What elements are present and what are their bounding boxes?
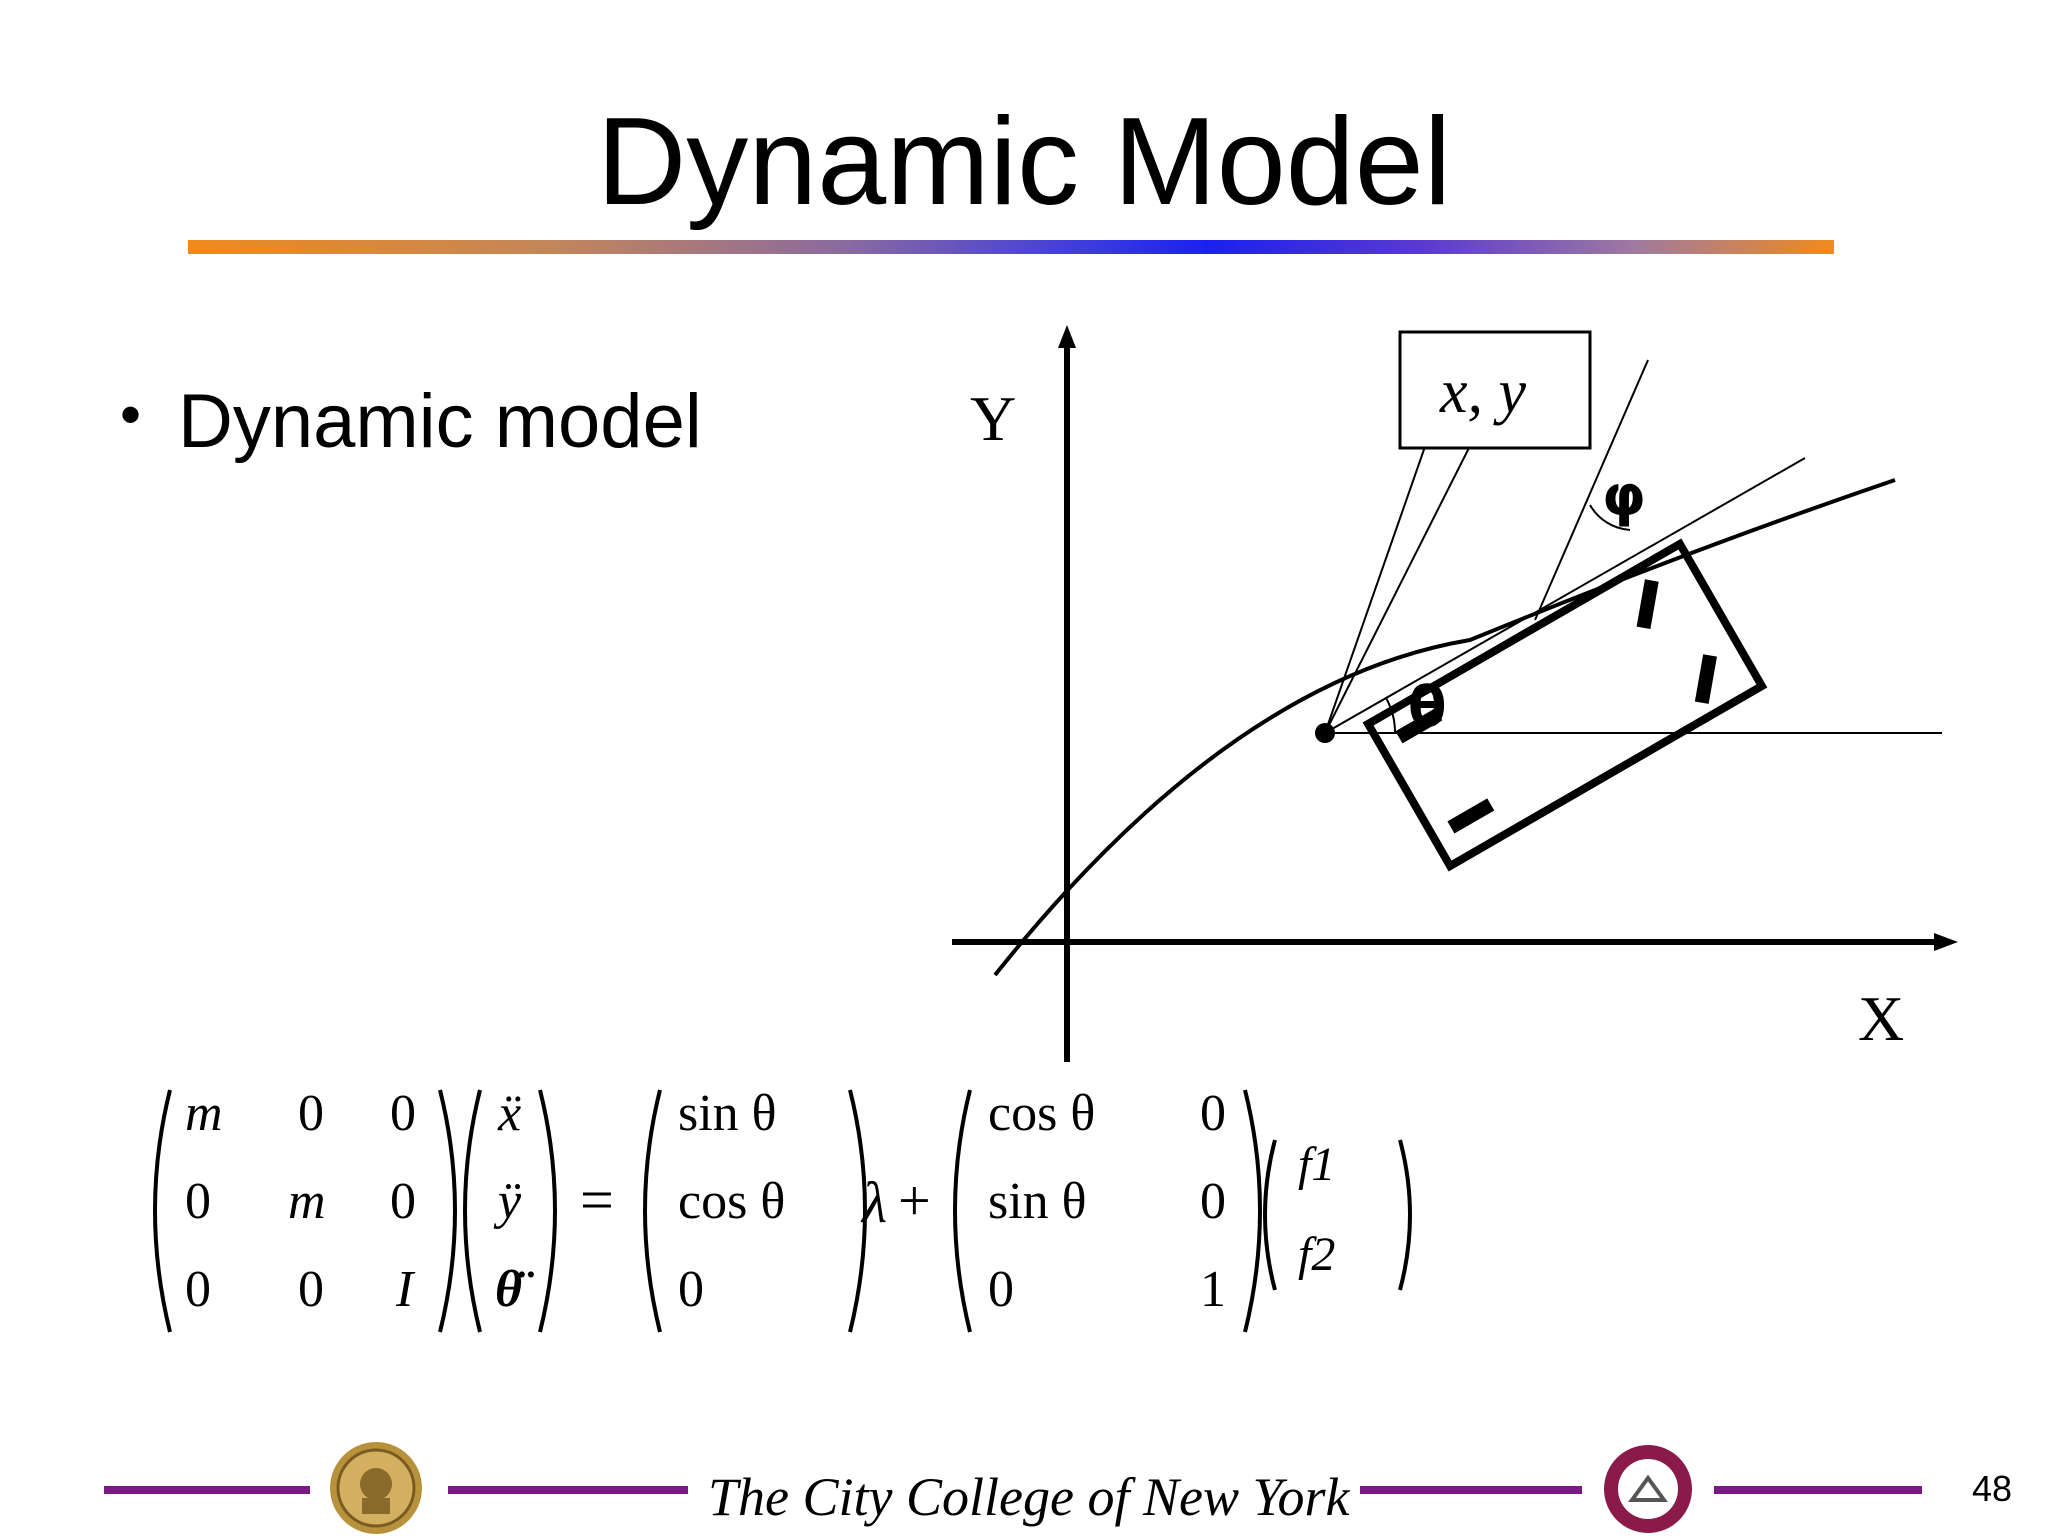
accel-left-paren — [463, 1089, 482, 1333]
accel-cell: ẍ — [497, 1085, 521, 1142]
phi-label: φ — [1602, 464, 1646, 529]
accel-right-paren — [538, 1089, 557, 1333]
heading-line — [1324, 457, 1806, 734]
front-wheel-right — [1694, 654, 1717, 704]
input-cell: 1 — [1200, 1261, 1226, 1318]
footer-rule-right — [1714, 1486, 1922, 1494]
robot-kinematics-diagram: Y X x, y θ φ — [952, 325, 1958, 1062]
input-cell: 0 — [1200, 1085, 1226, 1142]
ccny-seal-icon — [330, 1442, 422, 1534]
slide-title: Dynamic Model — [596, 93, 1452, 231]
force-vector: f1 f2 — [1263, 1138, 1412, 1291]
ccny-robotics-lab-logo-icon — [1604, 1445, 1692, 1533]
mass-cell: 0 — [298, 1261, 324, 1318]
input-left-paren — [953, 1089, 972, 1333]
mass-matrix-right-paren — [438, 1089, 457, 1333]
input-right-paren — [1243, 1089, 1262, 1333]
y-axis-label: Y — [970, 383, 1016, 454]
force-cell: f2 — [1298, 1228, 1335, 1281]
x-axis-arrow-icon — [1934, 933, 1958, 951]
dynamic-model-equation: m 0 0 0 m 0 0 0 I ẍ ÿ θ̈ = sin θ cos θ 0… — [153, 1085, 1412, 1333]
slide-footer: The City College of New York 48 — [0, 1440, 2048, 1536]
accel-cell: θ̈ — [495, 1261, 534, 1318]
mass-cell: 0 — [185, 1261, 211, 1318]
front-wheel-left — [1636, 579, 1659, 630]
bullet-item: • Dynamic model — [120, 378, 702, 465]
rear-wheel-right — [1447, 798, 1495, 834]
trajectory-curve — [993, 478, 1896, 977]
callout-leader-1 — [1324, 437, 1429, 734]
y-axis-arrow-icon — [1058, 325, 1076, 348]
lambda-symbol: λ — [860, 1170, 887, 1235]
constraint-cell: cos θ — [678, 1173, 785, 1230]
page-number: 48 — [1972, 1468, 2013, 1509]
title-underline-bar — [188, 240, 1834, 254]
rear-wheel-left — [1395, 708, 1443, 744]
mass-cell: m — [185, 1085, 223, 1142]
force-right-paren — [1398, 1139, 1412, 1291]
equals-sign: = — [580, 1167, 614, 1233]
theta-label: θ — [1408, 675, 1446, 740]
constraint-cell: sin θ — [678, 1085, 777, 1142]
constraint-right-paren — [848, 1089, 867, 1333]
plus-sign: + — [898, 1168, 931, 1233]
footer-rule-left — [104, 1486, 310, 1494]
callout-box — [1398, 330, 1592, 450]
constraint-vector: sin θ cos θ 0 — [643, 1085, 867, 1333]
input-cell: 0 — [988, 1261, 1014, 1318]
mass-cell: I — [395, 1261, 416, 1318]
bullet-text: Dynamic model — [178, 379, 702, 464]
footer-rule-center-right — [1360, 1486, 1582, 1494]
mass-cell: 0 — [390, 1085, 416, 1142]
input-cell: sin θ — [988, 1173, 1087, 1230]
bullet-dot-icon: • — [120, 381, 142, 448]
mass-cell: 0 — [298, 1085, 324, 1142]
x-axis-label: X — [1858, 983, 1904, 1054]
input-matrix: cos θ 0 sin θ 0 0 1 — [953, 1085, 1262, 1333]
mass-matrix: m 0 0 0 m 0 0 0 I — [153, 1085, 457, 1333]
mass-cell: 0 — [185, 1173, 211, 1230]
force-left-paren — [1263, 1139, 1277, 1291]
vehicle-body — [1362, 538, 1768, 872]
footer-rule-center-left — [448, 1486, 688, 1494]
force-cell: f1 — [1298, 1138, 1335, 1191]
phi-arc — [1589, 504, 1631, 531]
acceleration-vector: ẍ ÿ θ̈ — [463, 1085, 557, 1333]
accel-cell: ÿ — [493, 1173, 522, 1230]
mass-matrix-left-paren — [153, 1089, 172, 1333]
constraint-left-paren — [643, 1089, 662, 1333]
constraint-cell: 0 — [678, 1261, 704, 1318]
theta-arc — [1385, 697, 1397, 734]
input-cell: 0 — [1200, 1173, 1226, 1230]
callout-leader-2 — [1324, 437, 1475, 734]
callout-label: x, y — [1439, 358, 1527, 426]
input-cell: cos θ — [988, 1085, 1095, 1142]
steering-line — [1534, 359, 1649, 621]
institution-name: The City College of New York — [708, 1467, 1350, 1527]
mass-cell: 0 — [390, 1173, 416, 1230]
mass-cell: m — [288, 1173, 326, 1230]
